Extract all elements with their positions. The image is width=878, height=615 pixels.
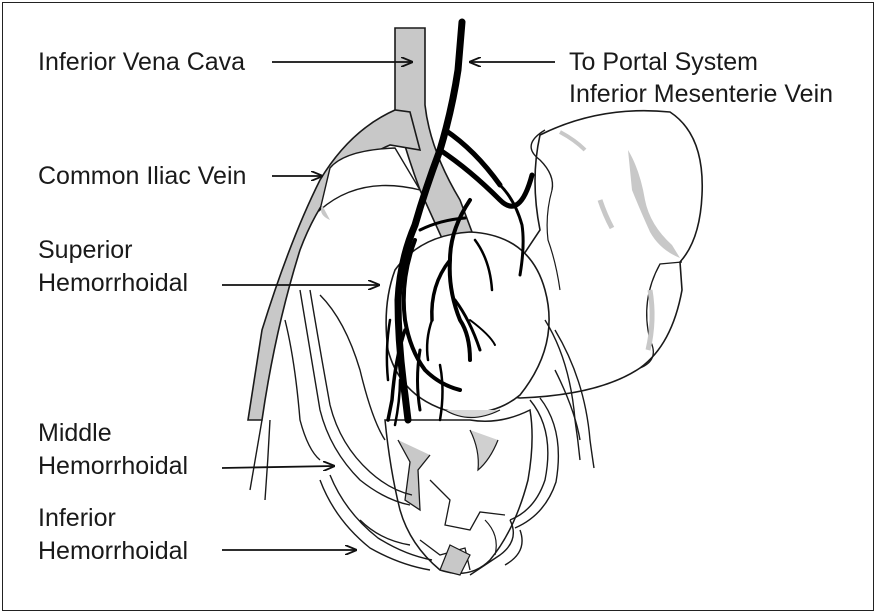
label-middle-line1: Middle — [38, 418, 112, 448]
middle-hemorrhoidal-pointer-arrow — [222, 466, 334, 468]
label-superior-hemorrhoidal: Hemorrhoidal — [38, 268, 188, 298]
label-portal-system: To Portal System — [569, 47, 758, 77]
label-inferior-hemorrhoidal: Hemorrhoidal — [38, 536, 188, 566]
label-inferior-vena-cava: Inferior Vena Cava — [38, 47, 245, 77]
label-inferior-mesenteric-vein: Inferior Mesenterie Vein — [569, 79, 833, 109]
anal-canal-shape — [385, 410, 532, 575]
label-middle-hemorrhoidal: Hemorrhoidal — [38, 451, 188, 481]
label-common-iliac-vein: Common Iliac Vein — [38, 161, 246, 191]
label-superior-line1: Superior — [38, 235, 133, 265]
label-inferior-line1: Inferior — [38, 503, 116, 533]
